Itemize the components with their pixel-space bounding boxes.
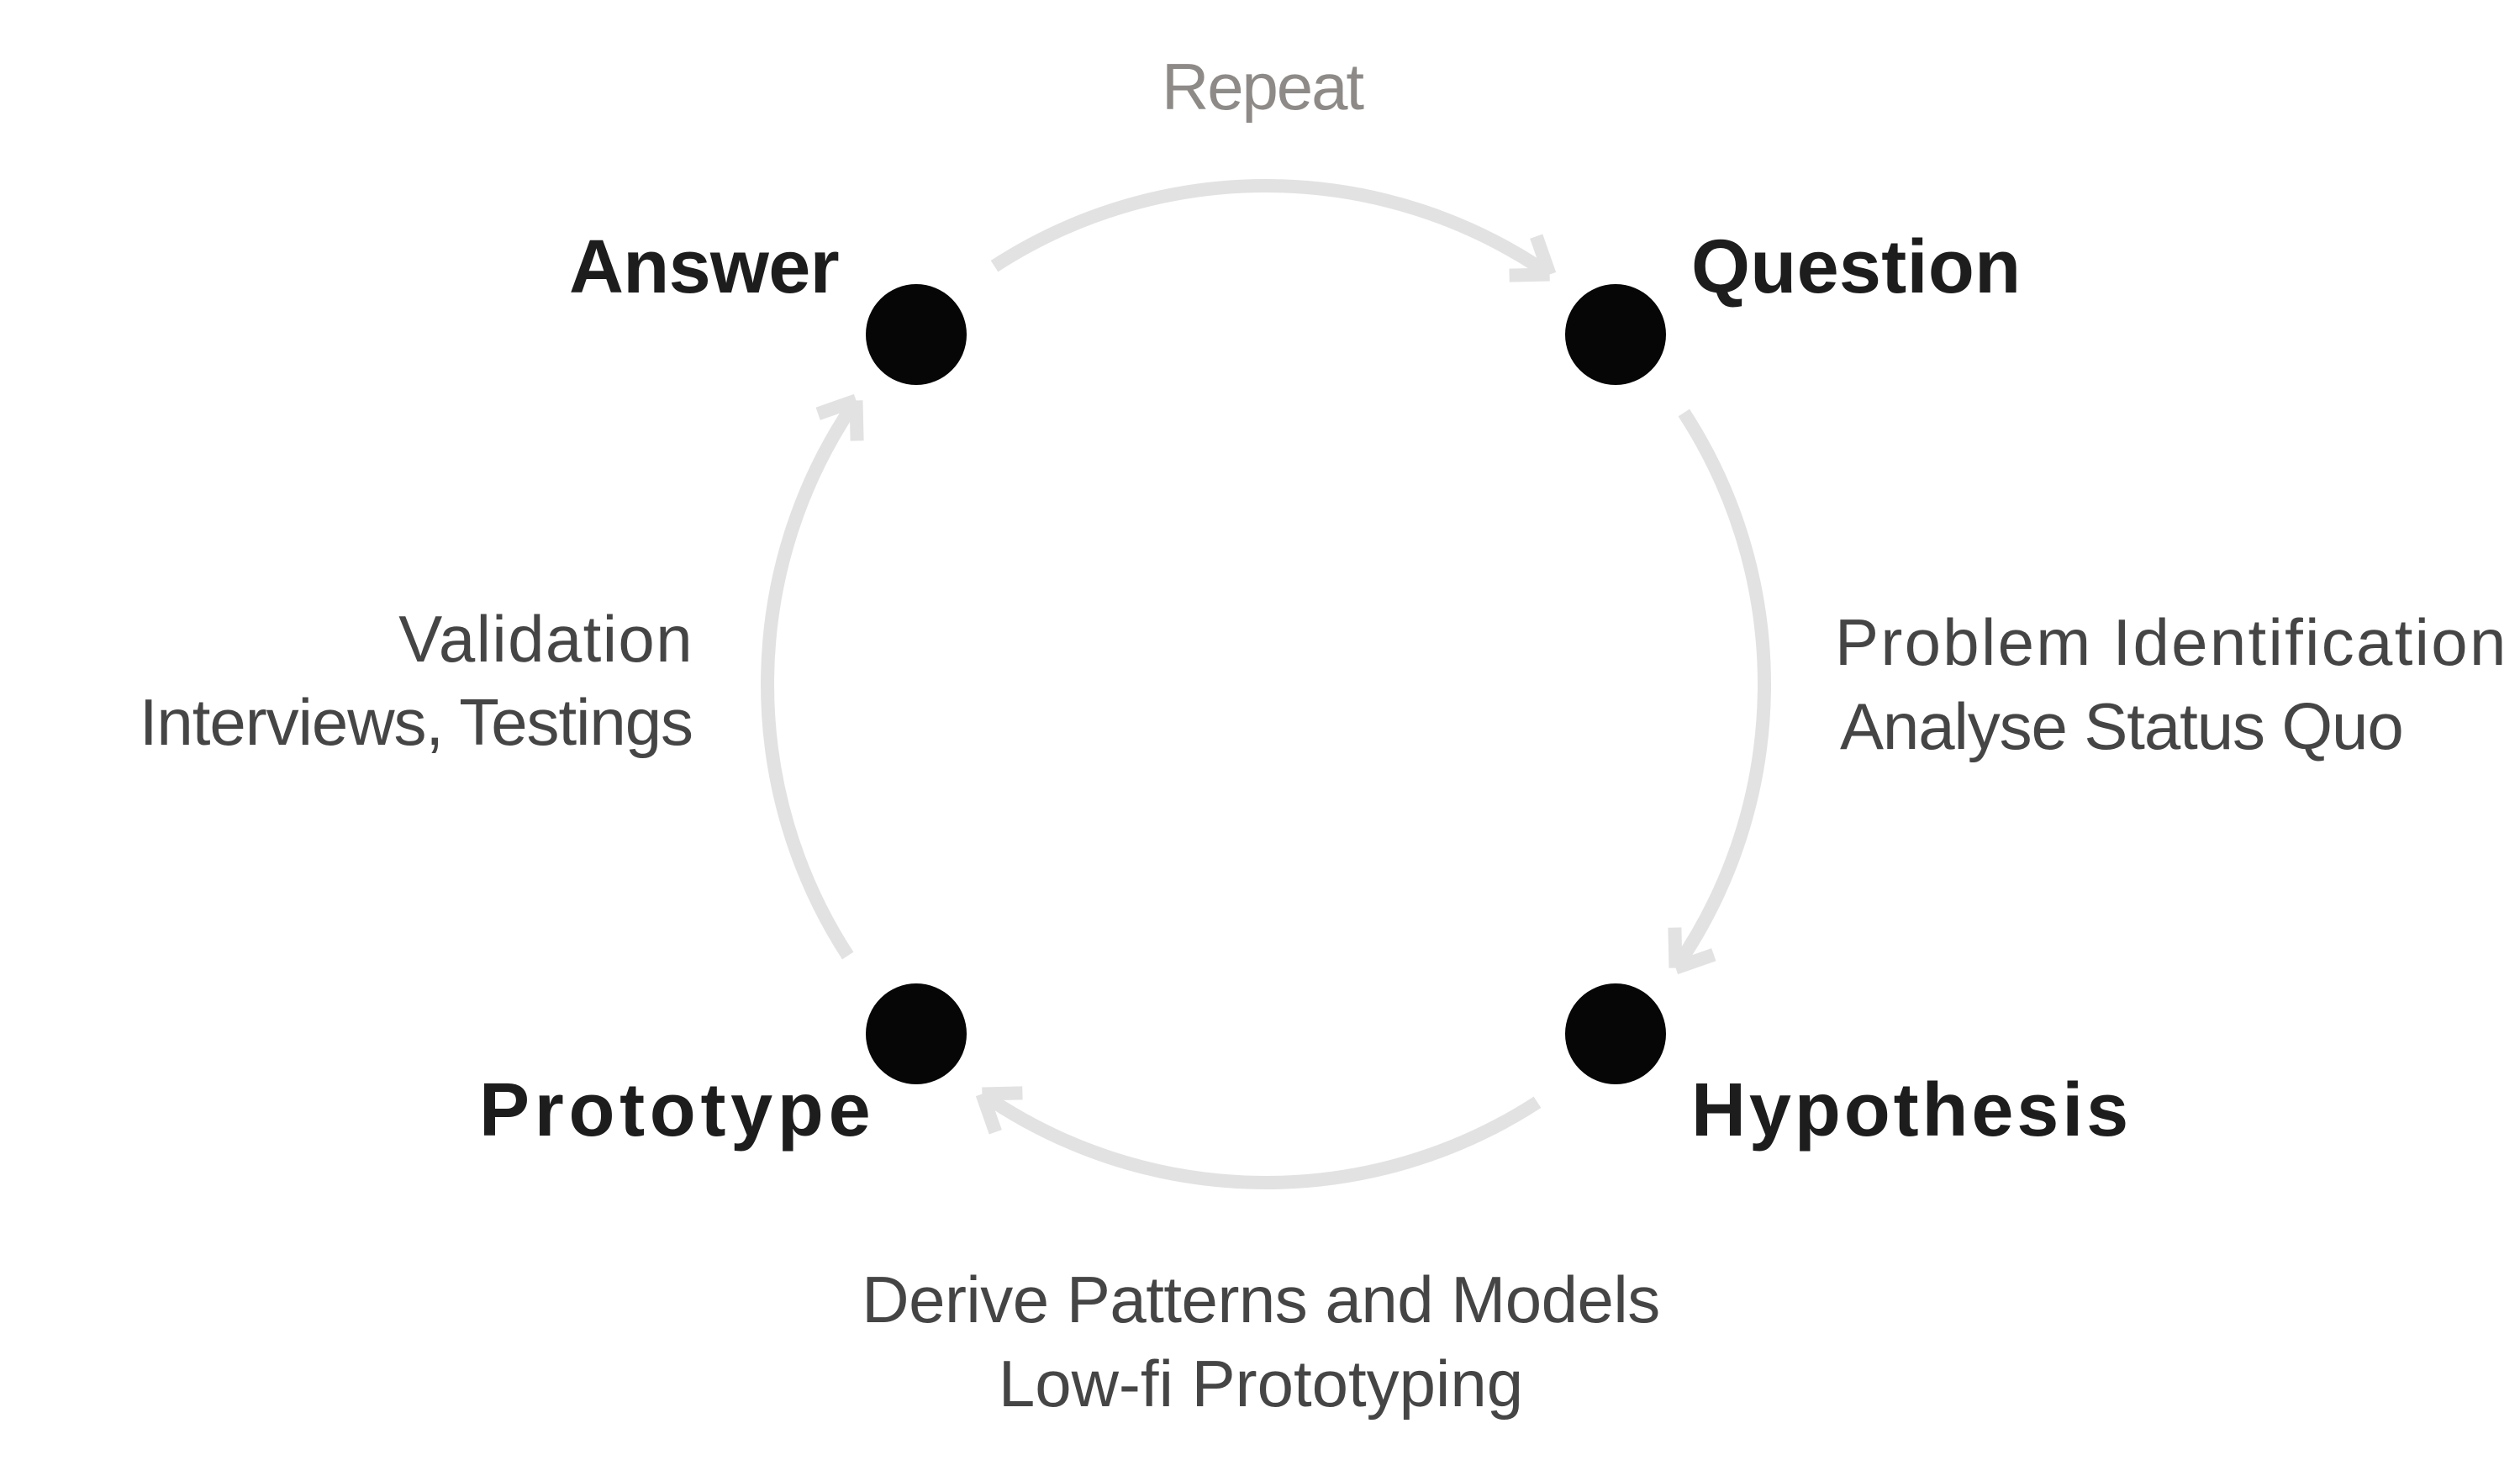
svg-text:Interviews, Testings: Interviews, Testings	[140, 685, 693, 759]
svg-text:Derive Patterns and Models: Derive Patterns and Models	[862, 1263, 1659, 1336]
svg-text:Problem Identification: Problem Identification	[1835, 605, 2508, 679]
svg-text:Low-fi Prototyping: Low-fi Prototyping	[999, 1347, 1523, 1421]
svg-text:Hypothesis: Hypothesis	[1691, 1068, 2132, 1152]
svg-text:Analyse Status Quo: Analyse Status Quo	[1840, 689, 2403, 763]
svg-text:Validation: Validation	[398, 602, 693, 676]
svg-text:Prototype: Prototype	[479, 1068, 875, 1152]
svg-text:Question: Question	[1691, 225, 2021, 309]
svg-text:Repeat: Repeat	[1162, 50, 1364, 124]
svg-text:Answer: Answer	[569, 225, 839, 309]
